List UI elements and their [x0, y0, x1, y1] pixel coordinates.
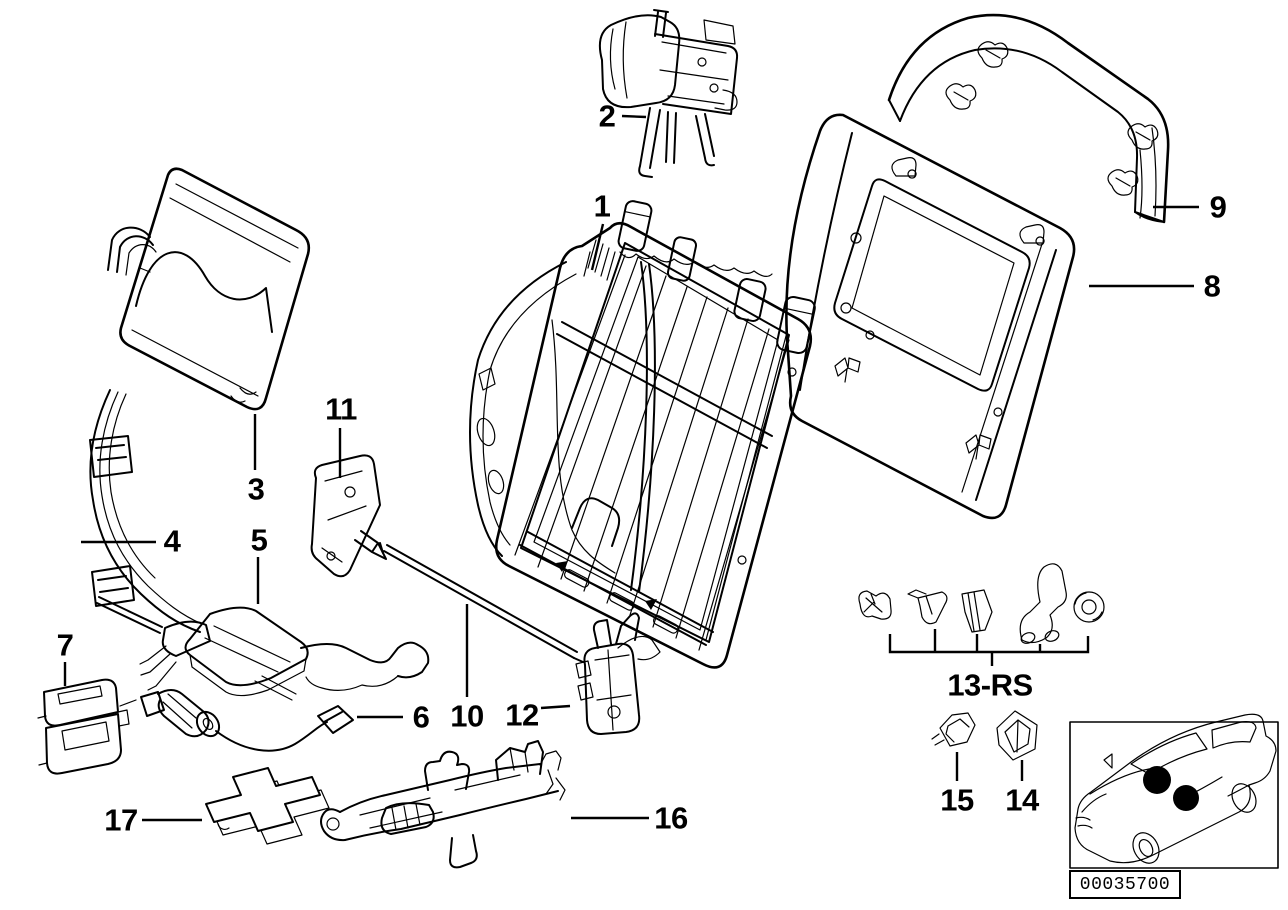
callout-9[interactable]: 9	[1209, 189, 1227, 225]
clip-icon	[858, 590, 892, 620]
part-6-motor-cable	[119, 689, 354, 752]
part-10-spindle-rod	[379, 542, 584, 663]
hook-strap-icon	[1019, 563, 1067, 644]
callout-15[interactable]: 15	[940, 782, 974, 818]
diagram-code: 00035700	[1079, 874, 1171, 895]
callout-6[interactable]: 6	[412, 699, 430, 735]
callout-8[interactable]: 8	[1203, 268, 1221, 304]
callout-leader-lines	[63, 114, 1199, 822]
part-3-back-board	[107, 167, 311, 411]
clip-icon	[961, 589, 993, 633]
part-group-13rs-fasteners	[858, 563, 1105, 644]
callout-13rs[interactable]: 13-RS	[947, 667, 1033, 703]
clip-icon	[907, 589, 948, 625]
callout-3[interactable]: 3	[247, 471, 265, 507]
part-12-lock-unit	[575, 612, 661, 735]
part-16-lower-support	[320, 740, 566, 869]
part-15-clip	[931, 712, 976, 747]
callout-1[interactable]: 1	[593, 188, 611, 224]
callout-4[interactable]: 4	[163, 523, 181, 559]
callout-10[interactable]: 10	[450, 698, 484, 734]
seat-location-marker	[1173, 785, 1199, 811]
grommet-icon	[1073, 591, 1105, 623]
part-11-adjuster-drive	[310, 454, 387, 578]
part-8-rear-panel	[785, 113, 1076, 520]
part-5-lumbar-unit	[139, 606, 430, 701]
callout-14[interactable]: 14	[1005, 782, 1039, 818]
part-7-holder	[37, 678, 130, 775]
part-14-clip	[996, 710, 1038, 761]
part-17-spacer-pad	[205, 767, 330, 845]
callout-5[interactable]: 5	[250, 522, 268, 558]
part-1-backrest-frame	[469, 200, 816, 669]
callout-17[interactable]: 17	[104, 802, 138, 838]
diagram-code-box: 00035700	[1069, 870, 1181, 899]
part-4-wiring-harness	[89, 389, 203, 634]
callout-2[interactable]: 2	[598, 98, 616, 134]
callout-12[interactable]: 12	[505, 697, 539, 733]
callout-7[interactable]: 7	[56, 627, 74, 663]
callout-11[interactable]: 11	[325, 391, 357, 427]
callout-16[interactable]: 16	[654, 800, 688, 836]
seat-location-marker	[1143, 766, 1171, 794]
part-2-headrest-drive	[598, 9, 739, 178]
car-location-thumbnail	[1069, 713, 1279, 869]
part-9-upper-trim-strip	[887, 13, 1170, 224]
